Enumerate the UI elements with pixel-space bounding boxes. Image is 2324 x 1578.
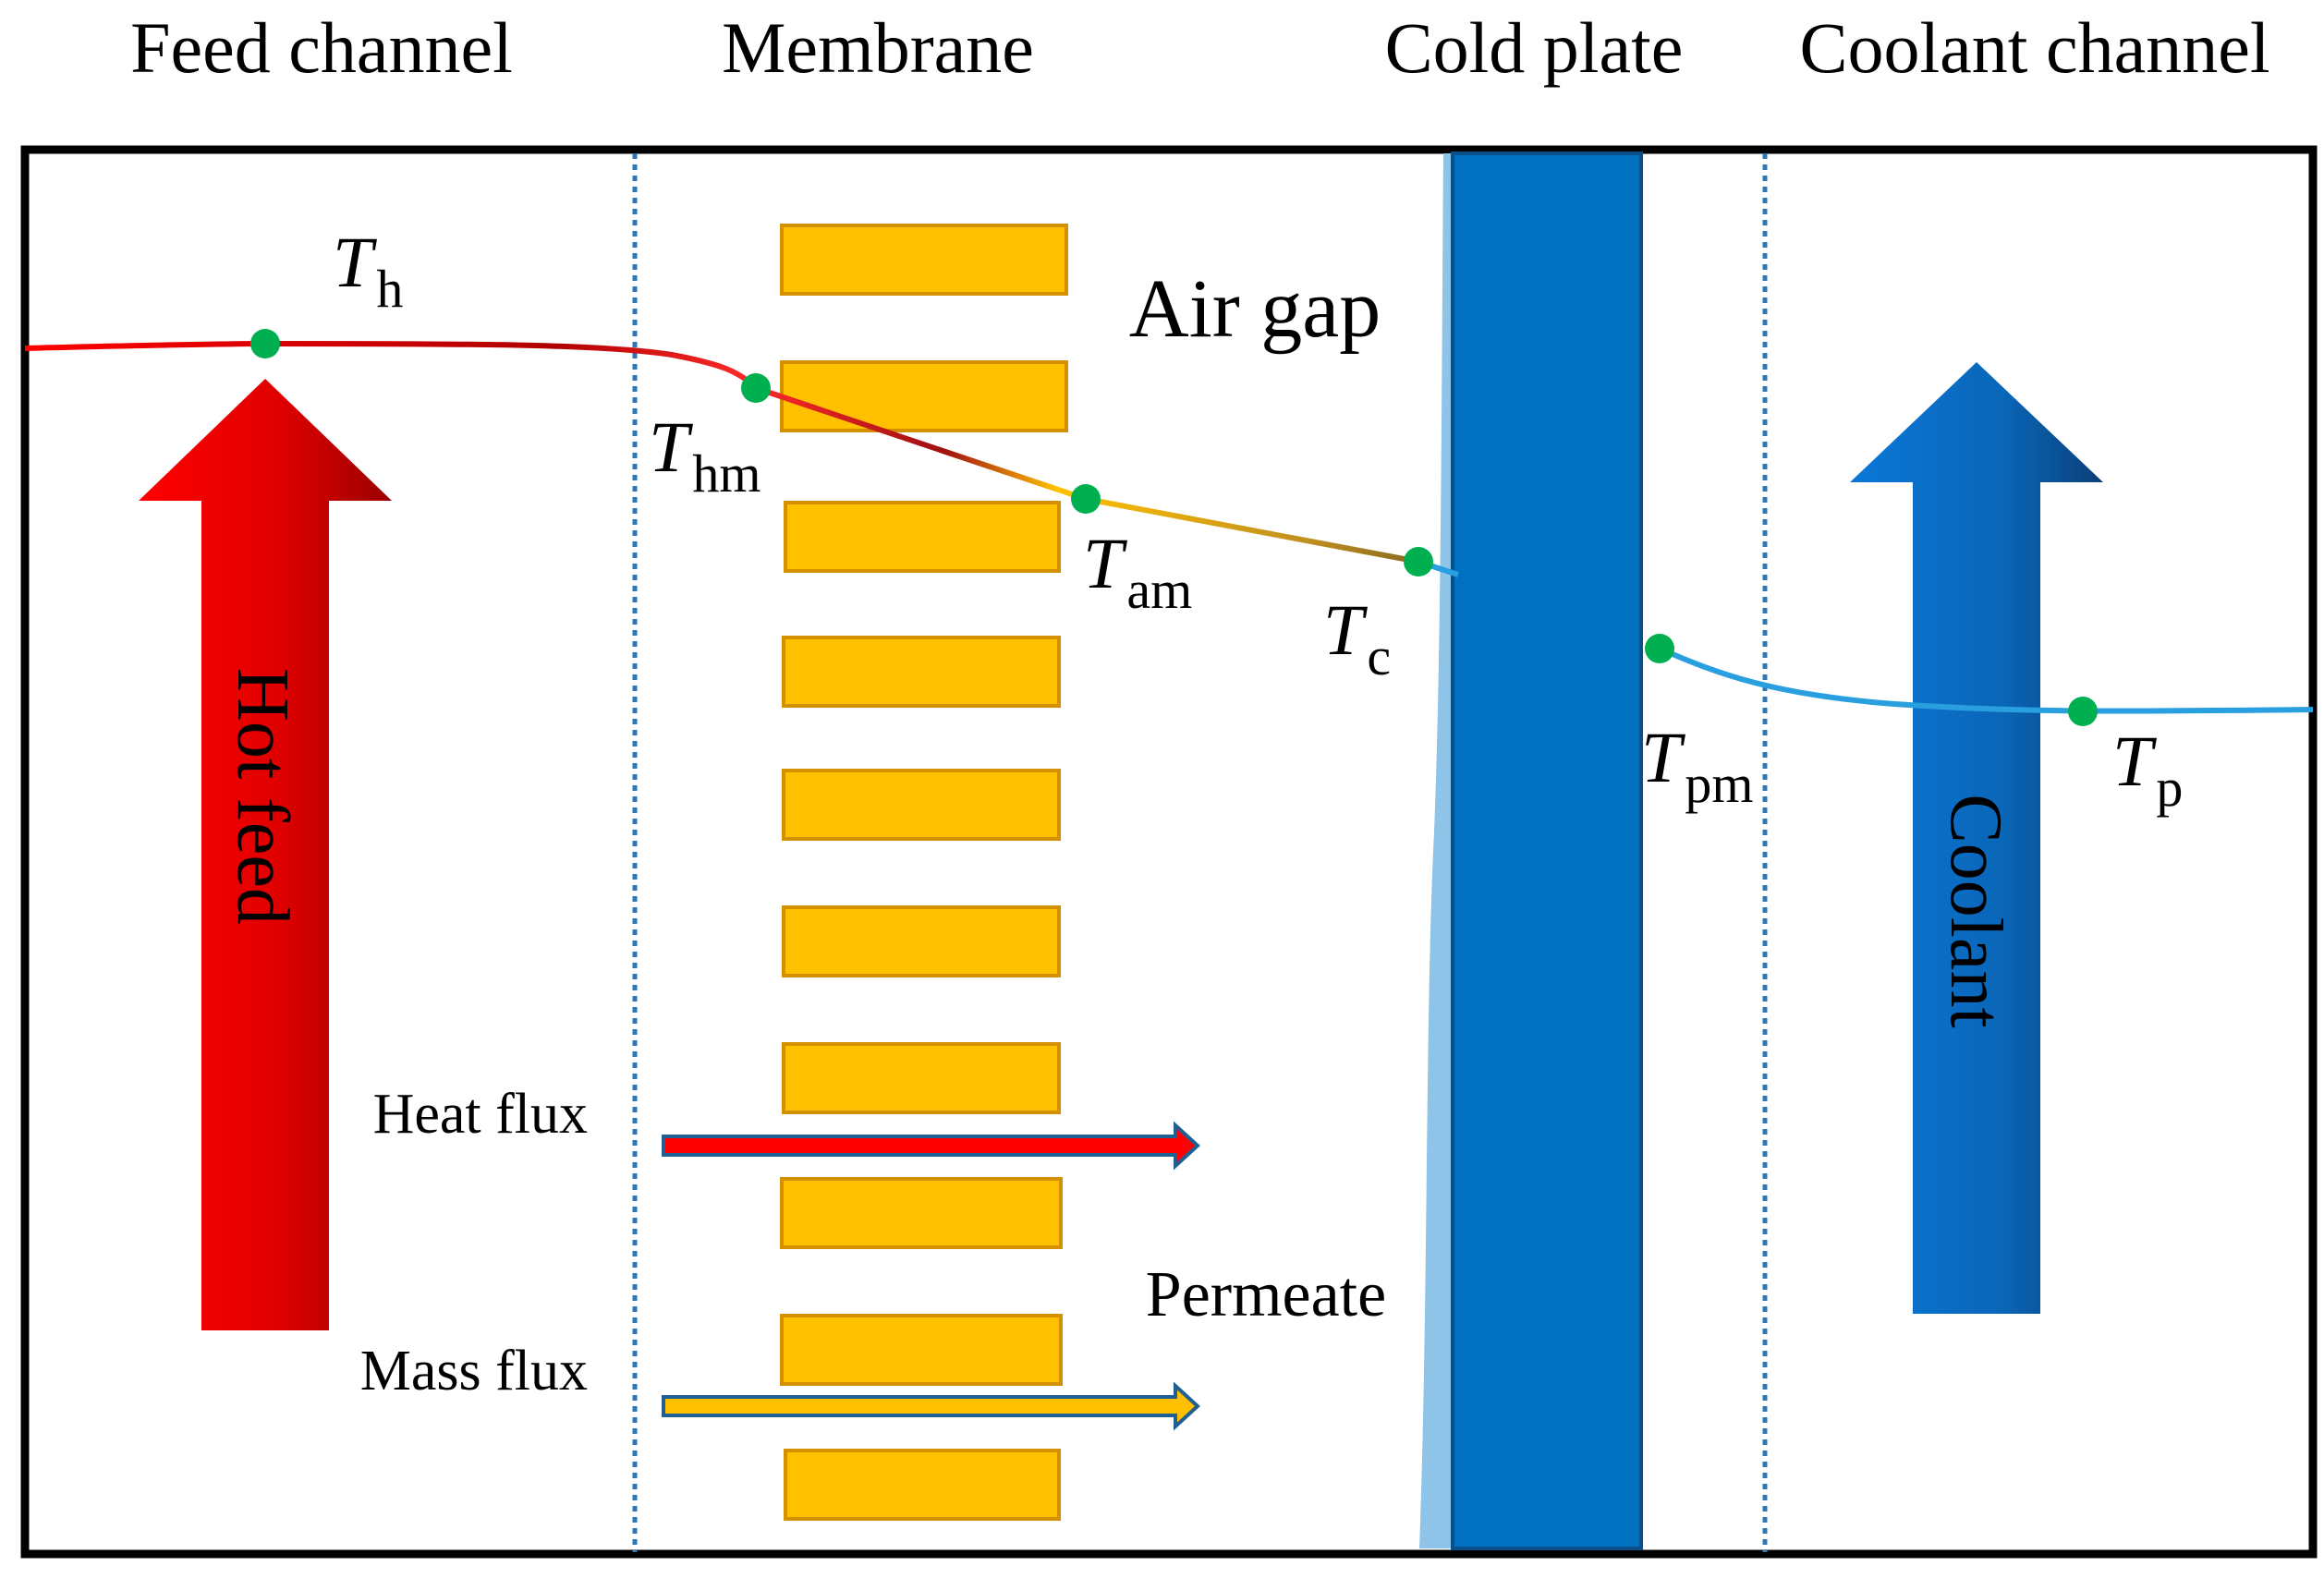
- membrane-block: [780, 360, 1068, 432]
- heading-cold-plate: Cold plate: [1385, 7, 1684, 88]
- node-tc: [1404, 547, 1433, 577]
- label-tam-subscript: am: [1126, 560, 1192, 620]
- label-tpm-subscript: pm: [1685, 754, 1753, 814]
- node-tam: [1071, 484, 1101, 514]
- node-thm: [741, 373, 771, 403]
- node-th: [250, 329, 280, 358]
- membrane-block: [784, 501, 1061, 573]
- membrane-block: [782, 636, 1061, 708]
- label-tc-subscript: c: [1367, 626, 1391, 686]
- heading-feed-channel: Feed channel: [130, 7, 513, 88]
- label-tam-symbol: T: [1083, 523, 1127, 603]
- heading-membrane: Membrane: [722, 7, 1034, 88]
- hot-feed-arrow: [139, 379, 392, 1330]
- coolant-label: Coolant: [1935, 794, 2016, 1027]
- label-th: Th: [333, 222, 403, 319]
- temperature-profile-coolant: [1658, 646, 2314, 714]
- node-tpm: [1645, 634, 1674, 663]
- label-tpm: Tpm: [1641, 717, 1754, 814]
- membrane-block: [782, 1042, 1061, 1114]
- condensate-film: [1419, 153, 1458, 1548]
- label-tam: Tam: [1083, 523, 1192, 620]
- label-th-symbol: T: [333, 222, 377, 302]
- mass-flux-arrow: [662, 1381, 1200, 1431]
- label-thm-symbol: T: [649, 407, 693, 487]
- label-th-subscript: h: [376, 259, 403, 319]
- label-thm: Thm: [649, 407, 761, 504]
- mass-flux-label: Mass flux: [360, 1340, 588, 1402]
- membrane-block: [780, 224, 1068, 296]
- membrane-block: [780, 1314, 1063, 1386]
- label-tp-subscript: p: [2156, 758, 2183, 818]
- membrane-block: [782, 905, 1061, 977]
- label-tp-symbol: T: [2112, 721, 2157, 801]
- label-tc: Tc: [1323, 589, 1391, 686]
- membrane-blocks: [780, 224, 1068, 1521]
- membrane-block: [780, 1177, 1063, 1249]
- membrane-block: [782, 769, 1061, 841]
- outer-frame: [20, 145, 2318, 1559]
- heading-coolant-channel: Coolant channel: [1799, 7, 2269, 88]
- label-thm-subscript: hm: [692, 443, 760, 504]
- cold-plate: [1451, 152, 1643, 1550]
- air-gap-label: Air gap: [1129, 263, 1381, 355]
- membrane-block: [784, 1449, 1061, 1521]
- heat-flux-label: Heat flux: [373, 1083, 588, 1146]
- label-tc-symbol: T: [1323, 589, 1368, 670]
- hot-feed-label: Hot feed: [222, 668, 303, 925]
- node-tp: [2068, 697, 2098, 726]
- label-tpm-symbol: T: [1641, 717, 1685, 797]
- coolant-arrow: [1850, 362, 2103, 1314]
- permeate-label: Permeate: [1146, 1259, 1386, 1330]
- label-tp: Tp: [2112, 721, 2183, 818]
- temperature-nodes: [250, 329, 2098, 726]
- heat-flux-arrow: [662, 1121, 1200, 1171]
- temperature-profile-hot: [24, 340, 1419, 564]
